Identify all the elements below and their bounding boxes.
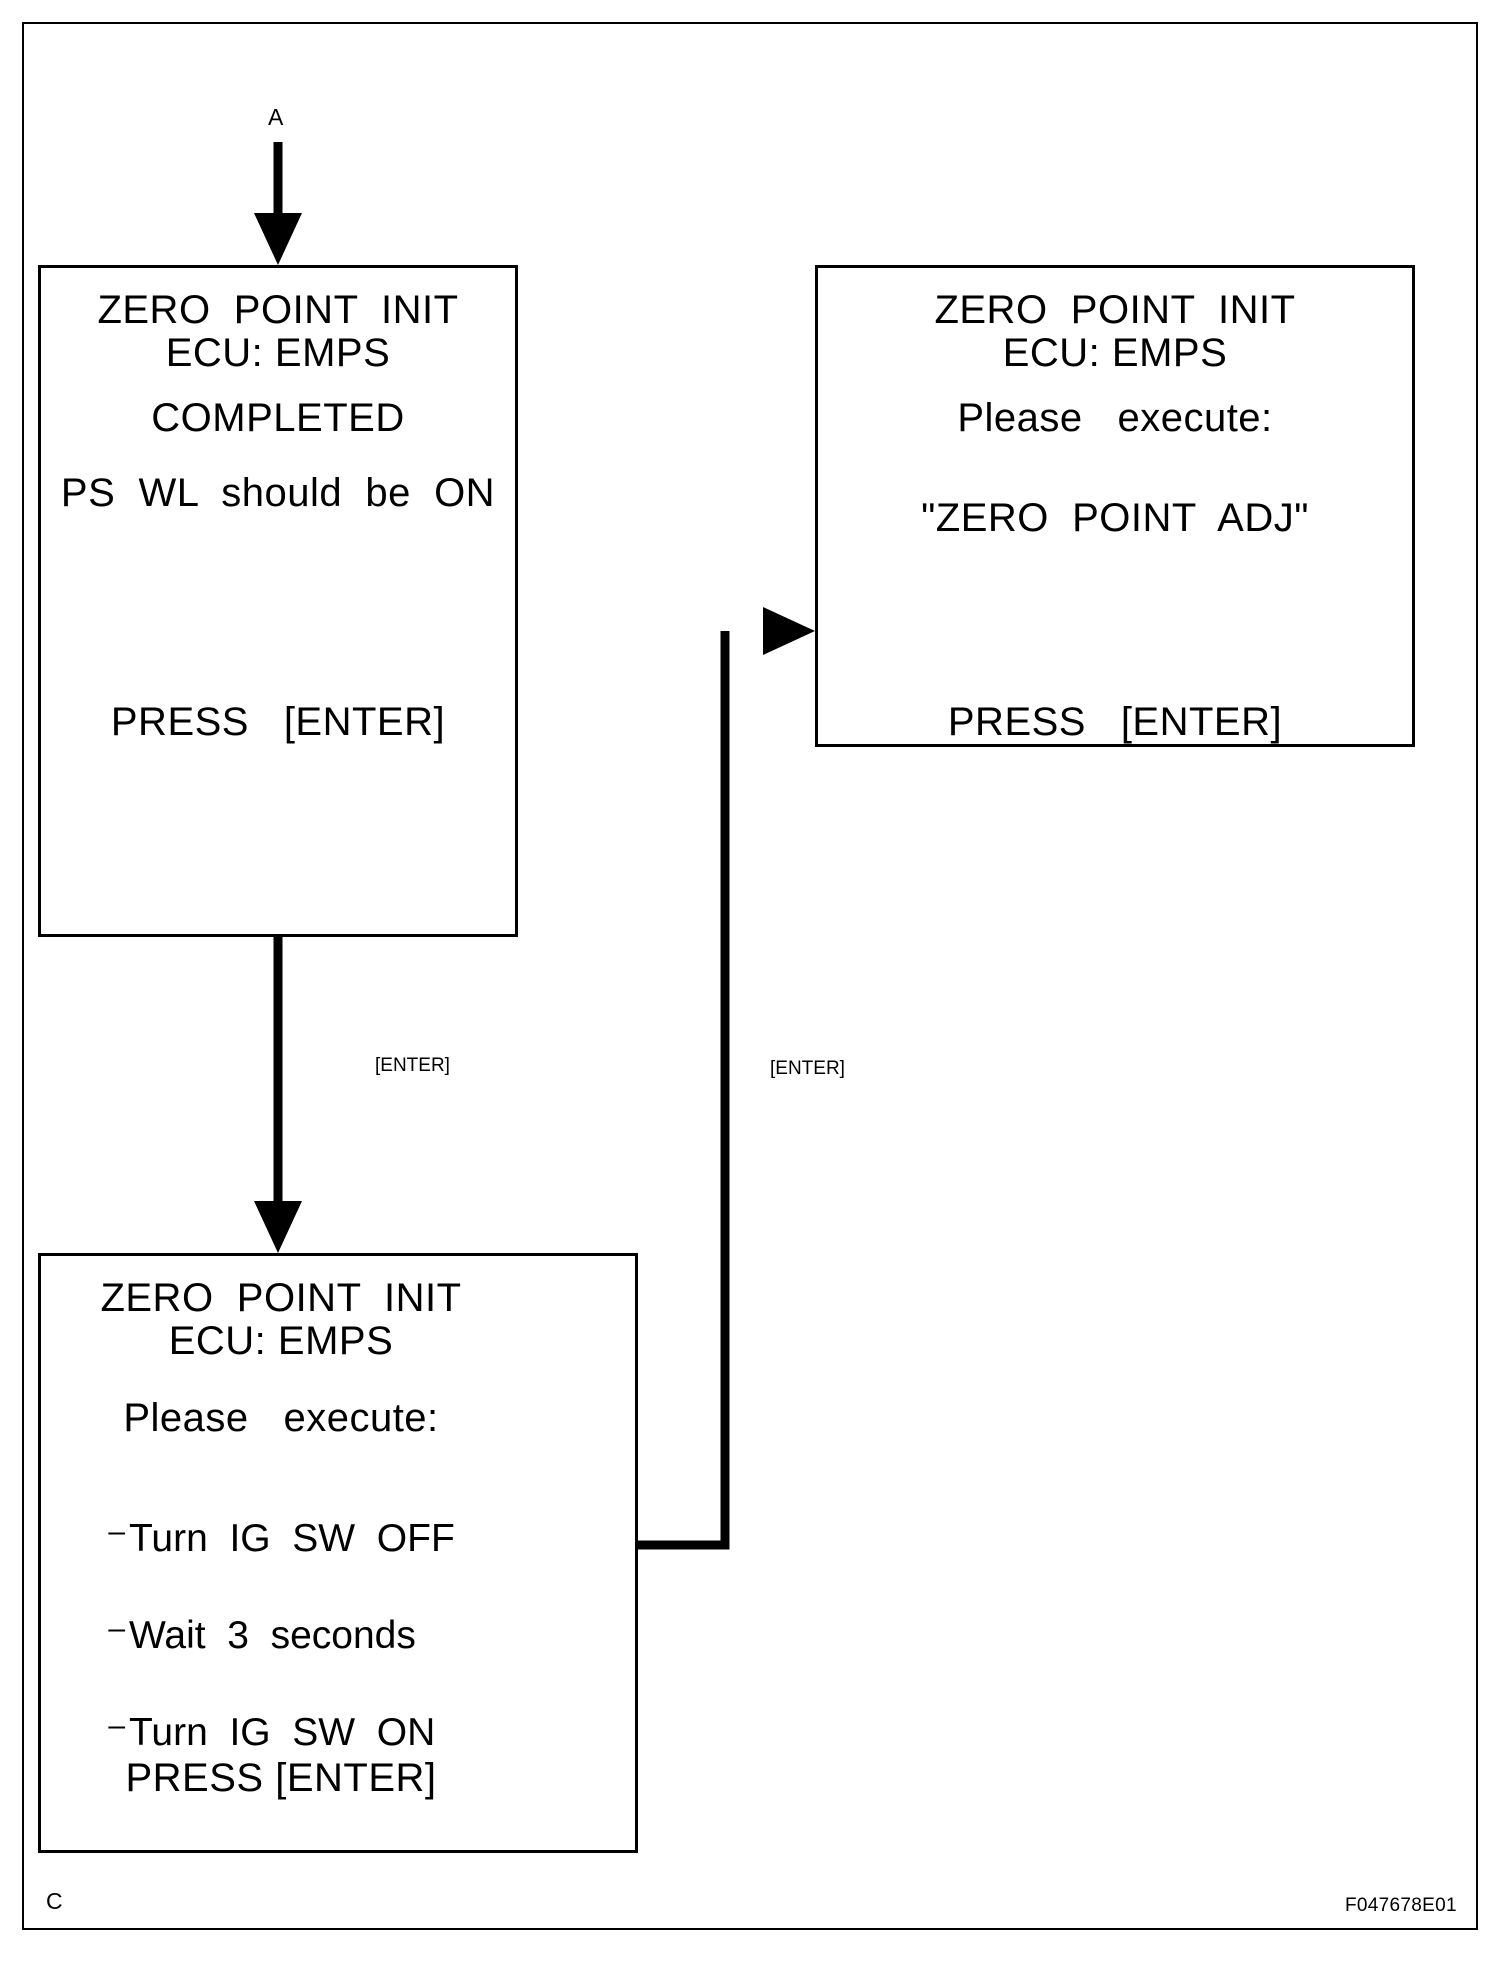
screen1-line-press-enter: PRESS [ENTER] — [110, 700, 446, 744]
entry-marker-a: A — [268, 104, 284, 130]
screen1-line-ecu: ECU: EMPS — [165, 331, 391, 375]
step-dash-icon: – — [108, 1612, 126, 1645]
screen2-line-ecu: ECU: EMPS — [1002, 331, 1228, 375]
screen3-line-ecu: ECU: EMPS — [168, 1319, 394, 1363]
screen2-line-please-execute: Please execute: — [957, 396, 1273, 440]
screen3-line-title: ZERO POINT INIT — [100, 1276, 462, 1320]
screen-zero-point-init-please-execute-adj[interactable]: ZERO POINT INIT ECU: EMPS Please execute… — [815, 265, 1415, 747]
screen3-line-please-execute: Please execute: — [123, 1396, 439, 1440]
screen3-step-3-text: Turn IG SW ON — [129, 1711, 436, 1754]
step-dash-icon: – — [108, 1709, 126, 1742]
screen1-line-status: COMPLETED — [151, 396, 405, 440]
screen3-line-press-enter: PRESS [ENTER] — [125, 1756, 437, 1800]
figure-code: F047678E01 — [1345, 1895, 1457, 1916]
connector-label-enter-left: [ENTER] — [375, 1055, 450, 1076]
screen2-line-adj-name: "ZERO POINT ADJ" — [921, 496, 1309, 540]
screen-zero-point-init-completed[interactable]: ZERO POINT INIT ECU: EMPS COMPLETED PS W… — [38, 265, 518, 937]
step-dash-icon: – — [108, 1515, 126, 1548]
screen3-step-2: –Wait 3 seconds — [65, 1568, 416, 1702]
screen1-line-instruction: PS WL should be ON — [60, 471, 496, 515]
screen3-step-1: –Turn IG SW OFF — [65, 1471, 455, 1605]
screen-zero-point-init-please-execute-ig[interactable]: ZERO POINT INIT ECU: EMPS Please execute… — [38, 1253, 638, 1853]
connector-label-enter-right: [ENTER] — [770, 1058, 845, 1079]
screen2-line-press-enter: PRESS [ENTER] — [947, 700, 1283, 744]
page-border — [22, 22, 1478, 1930]
screen2-line-title: ZERO POINT INIT — [934, 288, 1296, 332]
exit-marker-c: C — [46, 1888, 63, 1914]
screen3-step-1-text: Turn IG SW OFF — [129, 1517, 455, 1560]
screen1-line-title: ZERO POINT INIT — [97, 288, 459, 332]
screen3-step-3: –Turn IG SW ON — [65, 1665, 435, 1799]
screen3-step-2-text: Wait 3 seconds — [129, 1614, 416, 1657]
